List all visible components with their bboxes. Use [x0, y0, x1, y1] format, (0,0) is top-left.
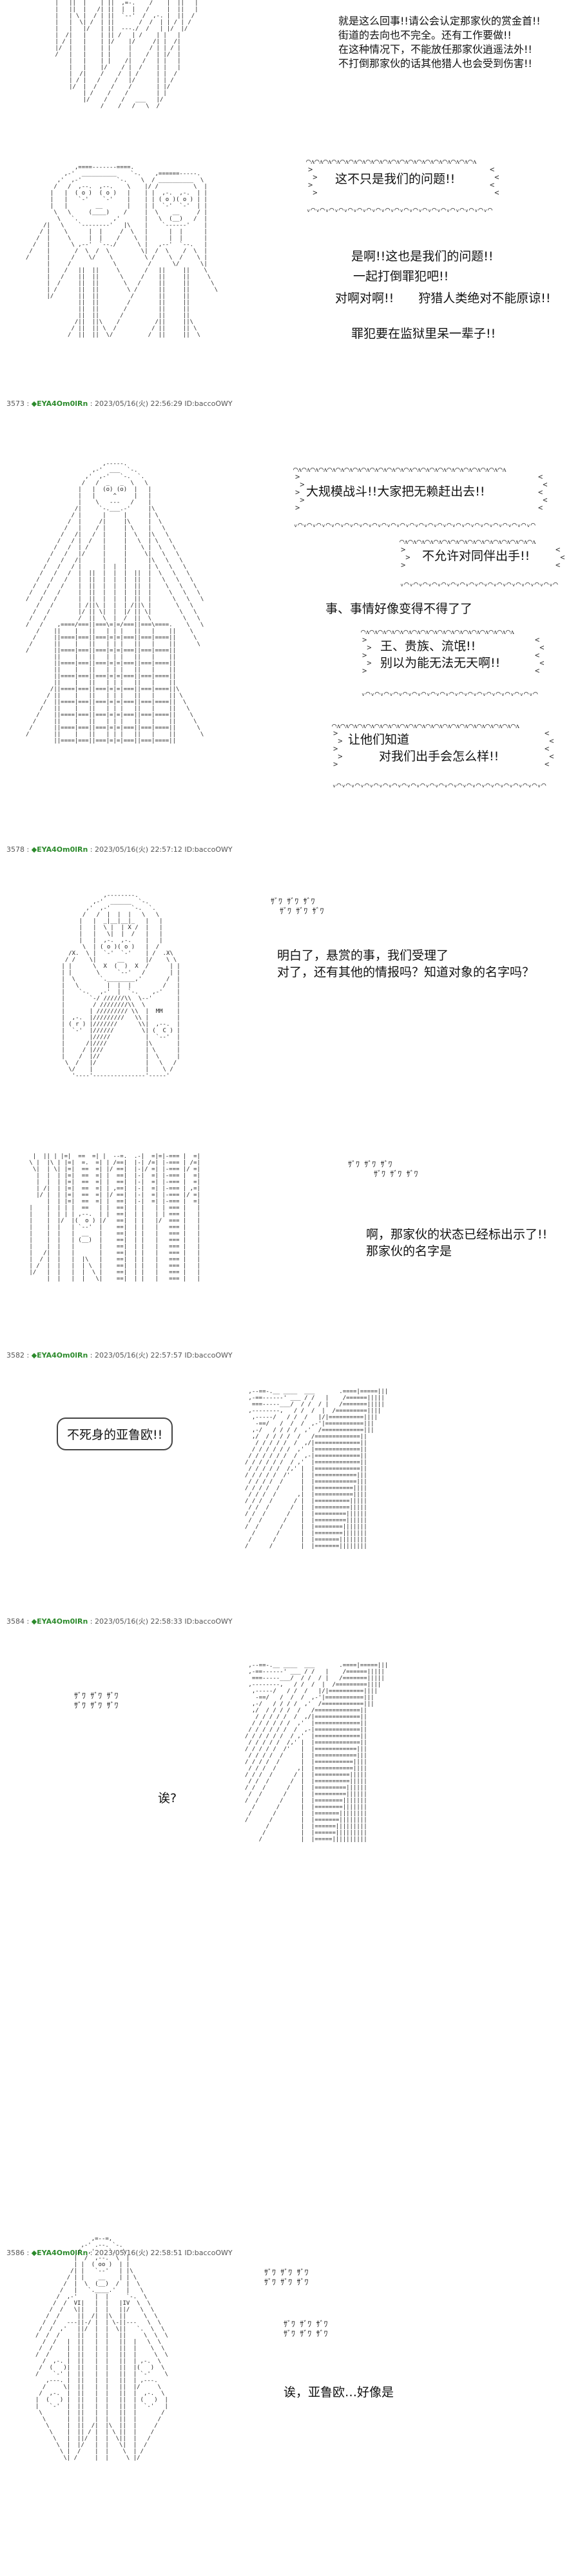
- post-number: 3578: [6, 845, 24, 854]
- sound-effect-murmur: ｻﾞﾜ ｻﾞﾜ ｻﾞﾜ ｻﾞﾜ ｻﾞﾜ ｻﾞﾜ: [284, 2320, 327, 2339]
- jagged-bubble-border: > > >: [401, 546, 411, 570]
- sfx-text: ｻﾞﾜ ｻﾞﾜ ｻﾞﾜ: [264, 2268, 309, 2277]
- bubble-line: 对我们出手会怎么样!!: [379, 749, 499, 764]
- jagged-bubble-border: ⌒ᴧ⌒ᴧ⌒ᴧ⌒ᴧ⌒ᴧ⌒ᴧ⌒ᴧ⌒ᴧ⌒ᴧ⌒ᴧ⌒ᴧ⌒ᴧ⌒ᴧ⌒ᴧ⌒ᴧ⌒ᴧ⌒ᴧ⌒ᴧ: [361, 628, 515, 636]
- jagged-bubble-border: < < < < <: [545, 729, 554, 769]
- dialogue-line: 那家伙的名字是: [366, 1244, 452, 1258]
- jagged-bubble-border: > > > > >: [295, 473, 305, 512]
- jagged-bubble-border: < < <: [556, 546, 565, 570]
- post-header: 3582 : ◆EYA4Om0lRn : 2023/05/16(火) 22:57…: [6, 1351, 233, 1360]
- jagged-bubble-border: ᵥ⌒ᵥ⌒ᵥ⌒ᵥ⌒ᵥ⌒ᵥ⌒ᵥ⌒ᵥ⌒ᵥ⌒ᵥ⌒ᵥ⌒ᵥ⌒ᵥ⌒ᵥ⌒ᵥ⌒ᵥ⌒ᵥ⌒ᵥ⌒ᵥ⌒ᵥ⌒: [306, 206, 492, 214]
- post-number: 3586: [6, 2249, 24, 2257]
- post-header: 3584 : ◆EYA4Om0lRn : 2023/05/16(火) 22:58…: [6, 1617, 233, 1626]
- jagged-bubble-border: > > > > >: [362, 636, 372, 675]
- jagged-bubble-text: 不允许对同伴出手!!: [422, 549, 530, 563]
- ascii-art-characters: ,-----. ,-' ___ `-. ,' ,-' `-. `. / / _ …: [26, 461, 204, 744]
- jagged-bubble-border: ⌒ᴧ⌒ᴧ⌒ᴧ⌒ᴧ⌒ᴧ⌒ᴧ⌒ᴧ⌒ᴧ⌒ᴧ⌒ᴧ⌒ᴧ⌒ᴧ⌒ᴧ⌒ᴧ⌒ᴧ⌒ᴧ⌒ᴧ⌒ᴧ⌒ᴧ⌒ᴧ…: [332, 722, 519, 730]
- jagged-bubble-border: < < < <: [490, 166, 499, 197]
- ascii-art-character-shadowed: ,--==-.__ ____ ___ .====|=====||| ,-==--…: [245, 1662, 389, 1843]
- jagged-bubble-border: ᵥ⌒ᵥ⌒ᵥ⌒ᵥ⌒ᵥ⌒ᵥ⌒ᵥ⌒ᵥ⌒ᵥ⌒ᵥ⌒ᵥ⌒ᵥ⌒ᵥ⌒ᵥ⌒ᵥ⌒ᵥ⌒ᵥ⌒ᵥ⌒ᵥ⌒: [361, 689, 538, 698]
- panel2-dialogue-1: 是啊!!这也是我们的问题!!: [351, 249, 494, 264]
- sfx-text: ｻﾞﾜ ｻﾞﾜ ｻﾞﾜ: [284, 2320, 328, 2329]
- ascii-art-characters: | || | |=| == =| | --=. .-| =|=|-=== | =…: [29, 1153, 200, 1282]
- panel8-dialogue: 诶，亚鲁欧…好像是: [284, 2385, 394, 2399]
- ascii-art-character: ,=--=, ,-' .--. `-. / ,' `. \ | / ,--. \…: [35, 2236, 168, 2461]
- post-header: 3573 : ◆EYA4Om0lRn : 2023/05/16(火) 22:56…: [6, 399, 233, 408]
- speech-box: 不死身的亚鲁欧!!: [57, 1418, 173, 1450]
- panel2-dialogue-2: 一起打倒罪犯吧!!: [353, 269, 449, 284]
- dialogue-line: 啊，那家伙的状态已经标出示了!!: [366, 1227, 548, 1242]
- dialogue-line: 在这种情况下，不能放任那家伙逍遥法外!!: [338, 43, 532, 55]
- sfx-text: ｻﾞﾜ ｻﾞﾜ ｻﾞﾜ: [284, 2329, 328, 2338]
- sound-effect-murmur: ｻﾞﾜ ｻﾞﾜ ｻﾞﾜ ｻﾞﾜ ｻﾞﾜ ｻﾞﾜ: [348, 1160, 418, 1179]
- sfx-text: ｻﾞﾜ ｻﾞﾜ ｻﾞﾜ: [374, 1169, 418, 1178]
- poster-name: ◆EYA4Om0lRn: [31, 1617, 88, 1626]
- jagged-bubble-text: 大规模战斗!!大家把无赖赶出去!!: [306, 485, 485, 499]
- dialogue-line: 就是这么回事!!请公会认定那家伙的赏金首!!: [338, 15, 541, 27]
- dialogue-line: 街道的去向也不完全。还有工作要做!!: [338, 29, 512, 41]
- dialogue-line: 明白了，悬赏的事，我们受理了: [277, 948, 449, 963]
- bubble-line: 让他们知道: [348, 733, 410, 747]
- jagged-bubble-border: ᵥ⌒ᵥ⌒ᵥ⌒ᵥ⌒ᵥ⌒ᵥ⌒ᵥ⌒ᵥ⌒ᵥ⌒ᵥ⌒ᵥ⌒ᵥ⌒ᵥ⌒ᵥ⌒ᵥ⌒ᵥ⌒ᵥ⌒ᵥ⌒ᵥ⌒ᵥ⌒…: [332, 781, 546, 789]
- ascii-art-characters: ,====-------====. ,-' __________ `-. ,==…: [26, 164, 218, 338]
- sfx-text: ｻﾞﾜ ｻﾞﾜ ｻﾞﾜ: [348, 1160, 392, 1169]
- sfx-text: ｻﾞﾜ ｻﾞﾜ ｻﾞﾜ: [280, 907, 324, 916]
- sfx-text: ｻﾞﾜ ｻﾞﾜ ｻﾞﾜ: [264, 2278, 309, 2287]
- jagged-bubble-border: < < < < <: [538, 473, 548, 512]
- jagged-bubble-text: 这不只是我们的问题!!: [335, 172, 456, 186]
- sfx-text: ｻﾞﾜ ｻﾞﾜ ｻﾞﾜ: [74, 1691, 119, 1700]
- jagged-bubble-border: > > > >: [308, 166, 318, 197]
- jagged-bubble-border: < < < < <: [535, 636, 545, 675]
- dialogue-line: 不打倒那家伙的话其他猎人也会受到伤害!!: [338, 57, 532, 70]
- panel2-dialogue-3: 对啊对啊!! 狩猎人类绝对不能原谅!!: [335, 291, 551, 305]
- sound-effect-murmur: ｻﾞﾜ ｻﾞﾜ ｻﾞﾜ ｻﾞﾜ ｻﾞﾜ ｻﾞﾜ: [271, 897, 324, 916]
- panel1-dialogue: 就是这么回事!!请公会认定那家伙的赏金首!! 街道的去向也不完全。还有工作要做!!…: [338, 0, 541, 71]
- ascii-art-character-shadowed: ,--==-.__ ____ ___ .====|=====||| ,-==--…: [245, 1389, 389, 1550]
- panel7-dialogue: 诶?: [158, 1791, 177, 1805]
- jagged-bubble-border: > > > > >: [333, 729, 343, 769]
- bubble-line: 王、贵族、流氓!!: [380, 639, 476, 653]
- post-header: 3578 : ◆EYA4Om0lRn : 2023/05/16(火) 22:57…: [6, 845, 233, 854]
- dialogue-line: 对了，还有其他的情报吗？知道对象的名字吗？: [277, 965, 535, 979]
- jagged-bubble-border: ᵥ⌒ᵥ⌒ᵥ⌒ᵥ⌒ᵥ⌒ᵥ⌒ᵥ⌒ᵥ⌒ᵥ⌒ᵥ⌒ᵥ⌒ᵥ⌒ᵥ⌒ᵥ⌒ᵥ⌒ᵥ⌒ᵥ⌒ᵥ⌒ᵥ⌒ᵥ⌒…: [293, 521, 536, 529]
- jagged-bubble-text: 让他们知道对我们出手会怎么样!!: [348, 731, 499, 765]
- post-meta: : 2023/05/16(火) 22:57:57 ID:baccoOWY: [88, 1351, 233, 1360]
- ascii-art-character: ,--------. ,-' ______ `-. ,' ,-' `-. `. …: [61, 892, 180, 1079]
- panel3-narration: 事、事情好像变得不得了了: [325, 602, 473, 616]
- jagged-bubble-border: ⌒ᴧ⌒ᴧ⌒ᴧ⌒ᴧ⌒ᴧ⌒ᴧ⌒ᴧ⌒ᴧ⌒ᴧ⌒ᴧ⌒ᴧ⌒ᴧ⌒ᴧ⌒ᴧ⌒ᴧ⌒ᴧ⌒ᴧ⌒ᴧ⌒ᴧ⌒ᴧ…: [293, 465, 507, 474]
- post-header: 3586 : ◆EYA4Om0lRn : 2023/05/16(火) 22:58…: [6, 2249, 233, 2257]
- post-number: 3584: [6, 1617, 24, 1626]
- sfx-text: ｻﾞﾜ ｻﾞﾜ ｻﾞﾜ: [271, 897, 315, 906]
- sound-effect-murmur: ｻﾞﾜ ｻﾞﾜ ｻﾞﾜ ｻﾞﾜ ｻﾞﾜ ｻﾞﾜ: [264, 2268, 308, 2287]
- panel4-dialogue: 明白了，悬赏的事，我们受理了对了，还有其他的情报吗？知道对象的名字吗？: [277, 947, 534, 981]
- jagged-bubble-border: ⌒ᴧ⌒ᴧ⌒ᴧ⌒ᴧ⌒ᴧ⌒ᴧ⌒ᴧ⌒ᴧ⌒ᴧ⌒ᴧ⌒ᴧ⌒ᴧ⌒ᴧ⌒ᴧ⌒ᴧ⌒ᴧ: [400, 537, 536, 546]
- panel5-dialogue: 啊，那家伙的状态已经标出示了!! 那家伙的名字是: [366, 1226, 547, 1260]
- post-number: 3582: [6, 1351, 24, 1360]
- post-number: 3573: [6, 399, 24, 408]
- jagged-bubble-border: ᵥ⌒ᵥ⌒ᵥ⌒ᵥ⌒ᵥ⌒ᵥ⌒ᵥ⌒ᵥ⌒ᵥ⌒ᵥ⌒ᵥ⌒ᵥ⌒ᵥ⌒ᵥ⌒ᵥ⌒ᵥ⌒ᵥ⌒: [400, 580, 558, 588]
- panel2-dialogue-4: 罪犯要在监狱里呆一辈子!!: [351, 327, 496, 341]
- poster-name: ◆EYA4Om0lRn: [31, 2249, 88, 2257]
- post-meta: : 2023/05/16(火) 22:57:12 ID:baccoOWY: [88, 845, 233, 854]
- poster-name: ◆EYA4Om0lRn: [31, 399, 88, 408]
- sfx-text: ｻﾞﾜ ｻﾞﾜ ｻﾞﾜ: [74, 1701, 119, 1710]
- bubble-line: 别以为能无法无天啊!!: [380, 656, 501, 670]
- sound-effect-murmur: ｻﾞﾜ ｻﾞﾜ ｻﾞﾜ ｻﾞﾜ ｻﾞﾜ ｻﾞﾜ: [74, 1691, 118, 1711]
- jagged-bubble-text: 王、贵族、流氓!! 别以为能无法无天啊!!: [380, 638, 500, 671]
- post-meta: : 2023/05/16(火) 22:58:51 ID:baccoOWY: [88, 2249, 233, 2257]
- poster-name: ◆EYA4Om0lRn: [31, 845, 88, 854]
- jagged-bubble-border: ⌒ᴧ⌒ᴧ⌒ᴧ⌒ᴧ⌒ᴧ⌒ᴧ⌒ᴧ⌒ᴧ⌒ᴧ⌒ᴧ⌒ᴧ⌒ᴧ⌒ᴧ⌒ᴧ⌒ᴧ⌒ᴧ⌒ᴧ⌒ᴧ⌒ᴧ⌒ᴧ: [306, 157, 477, 166]
- post-meta: : 2023/05/16(火) 22:58:33 ID:baccoOWY: [88, 1617, 233, 1626]
- ascii-art-characters: | || | | || ,=-. / | || | | || | /| || |…: [55, 0, 198, 110]
- poster-name: ◆EYA4Om0lRn: [31, 1351, 88, 1360]
- post-meta: : 2023/05/16(火) 22:56:29 ID:baccoOWY: [88, 399, 233, 408]
